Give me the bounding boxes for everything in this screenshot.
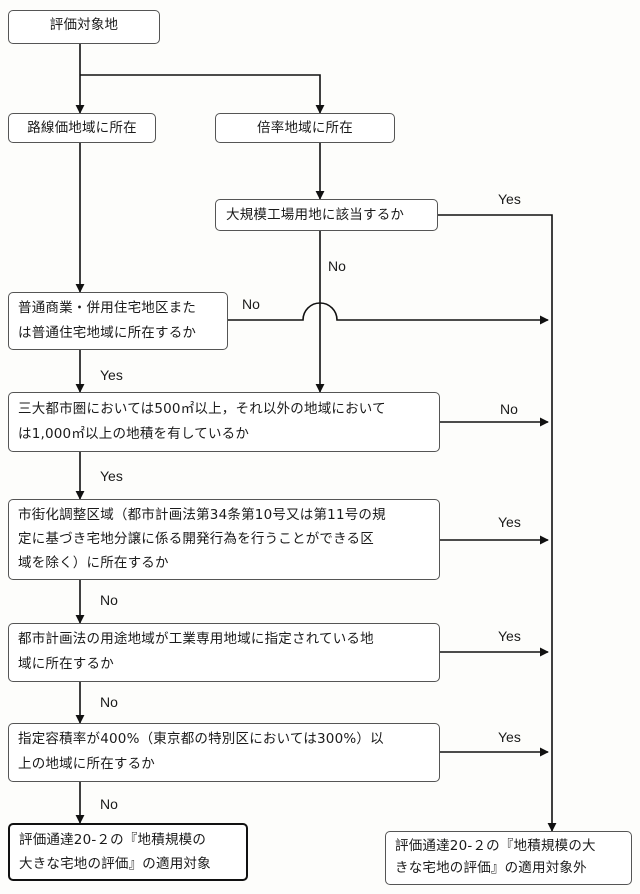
node-urbanization: 市街化調整区域（都市計画法第34条第10号又は第11号の規 定に基づき宅地分譲に… xyxy=(8,499,440,580)
label-industrial-yes: Yes xyxy=(498,628,521,644)
line-factory-yes xyxy=(438,214,557,832)
node-start: 評価対象地 xyxy=(8,10,160,44)
node-factory: 大規模工場用地に該当するか xyxy=(215,199,438,231)
label-factory-no: No xyxy=(328,258,346,274)
label-urbanization-no: No xyxy=(100,592,118,608)
label-commercial-no: No xyxy=(242,296,260,312)
label-far-yes: Yes xyxy=(498,729,521,745)
label-urbanization-yes: Yes xyxy=(498,514,521,530)
node-rosenka: 路線価地域に所在 xyxy=(8,113,156,143)
label-area-no: No xyxy=(500,401,518,417)
arrow-commercial-no xyxy=(228,302,549,325)
label-industrial-no: No xyxy=(100,694,118,710)
node-not-applicable: 評価通達20-２の『地積規模の大 きな宅地の評価』の適用対象外 xyxy=(385,831,632,885)
label-area-yes: Yes xyxy=(100,468,123,484)
node-industrial: 都市計画法の用途地域が工業専用地域に指定されている地 域に所在するか xyxy=(8,623,440,682)
node-far: 指定容積率が400%（東京都の特別区においては300%）以 上の地域に所在するか xyxy=(8,723,440,782)
label-commercial-yes: Yes xyxy=(100,367,123,383)
node-bairitsu: 倍率地域に所在 xyxy=(215,113,395,143)
label-far-no: No xyxy=(100,796,118,812)
node-area: 三大都市圏においては500㎡以上，それ以外の地域において は1,000㎡以上の地… xyxy=(8,392,440,452)
arrow-to-bairitsu xyxy=(80,74,325,114)
label-factory-yes: Yes xyxy=(498,191,521,207)
node-applicable: 評価通達20-２の『地積規模の 大きな宅地の評価』の適用対象 xyxy=(8,823,248,881)
node-commercial: 普通商業・併用住宅地区また は普通住宅地域に所在するか xyxy=(8,292,228,350)
